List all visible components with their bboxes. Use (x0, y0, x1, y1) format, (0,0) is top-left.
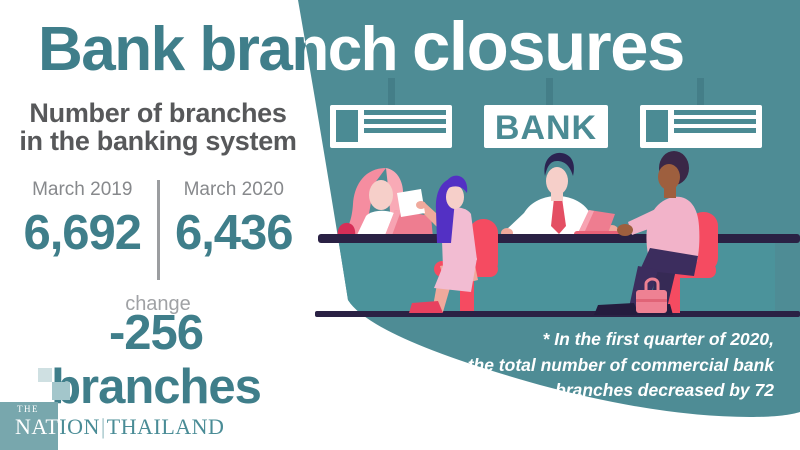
logo-name-part2: ION (59, 414, 100, 439)
paper (397, 189, 425, 217)
stats-heading: Number of branches in the banking system (8, 99, 308, 155)
logo-name-part3: THAILAND (106, 414, 225, 439)
change-value: -256 branches (51, 306, 262, 414)
footnote-line2: the total number of commercial bank (467, 354, 774, 375)
floor-line (315, 311, 800, 317)
title-part2: closures (412, 8, 684, 85)
customer-man (594, 151, 718, 315)
stats-columns: March 2019 6,692 March 2020 6,436 (8, 178, 308, 280)
stat-label-2019: March 2019 (32, 179, 133, 200)
sign-hangers (388, 78, 704, 108)
change-label: change (125, 293, 191, 315)
stat-value-2020: 6,436 (174, 206, 294, 260)
stats-heading-line2: in the banking system (19, 126, 297, 156)
publisher-logo: NATION|THAILAND (15, 415, 224, 439)
title-part1: Bank branch (38, 15, 397, 84)
tie (551, 198, 566, 234)
sign-bank: BANK (484, 105, 608, 148)
sign-left (330, 105, 452, 148)
title-part2-overlay: closures (412, 8, 684, 85)
decorative-square-small (38, 368, 52, 382)
footnote-line1: * In the first quarter of 2020, (542, 329, 774, 349)
footnote: * In the first quarter of 2020, the tota… (468, 327, 774, 404)
stat-value-2019: 6,692 (23, 206, 142, 260)
customer-woman (397, 175, 498, 313)
sign-right-square (646, 110, 668, 142)
stats-heading-line1: Number of branches (29, 98, 287, 128)
stat-column: March 2019 6,692 (8, 178, 157, 262)
logo-separator: | (100, 414, 106, 439)
footnote-line3: branches decreased by 72 (555, 380, 774, 400)
teller-man (501, 152, 619, 238)
column-divider (156, 180, 160, 280)
logo-the: THE (17, 404, 39, 414)
logo-name-part1: NAT (15, 414, 60, 439)
title-part1-overlay: Bank branch (38, 15, 397, 84)
logo-square (0, 402, 58, 450)
sign-left-square (336, 110, 358, 142)
stat-label-2020: March 2020 (183, 179, 284, 200)
teller-woman (337, 168, 433, 238)
decorative-square-medium (52, 382, 70, 400)
stat-column: March 2020 6,436 (160, 178, 309, 262)
sign-right (640, 105, 762, 148)
counter-bar (318, 234, 800, 243)
red-bag (337, 222, 356, 237)
bank-sign-label: BANK (495, 109, 597, 147)
